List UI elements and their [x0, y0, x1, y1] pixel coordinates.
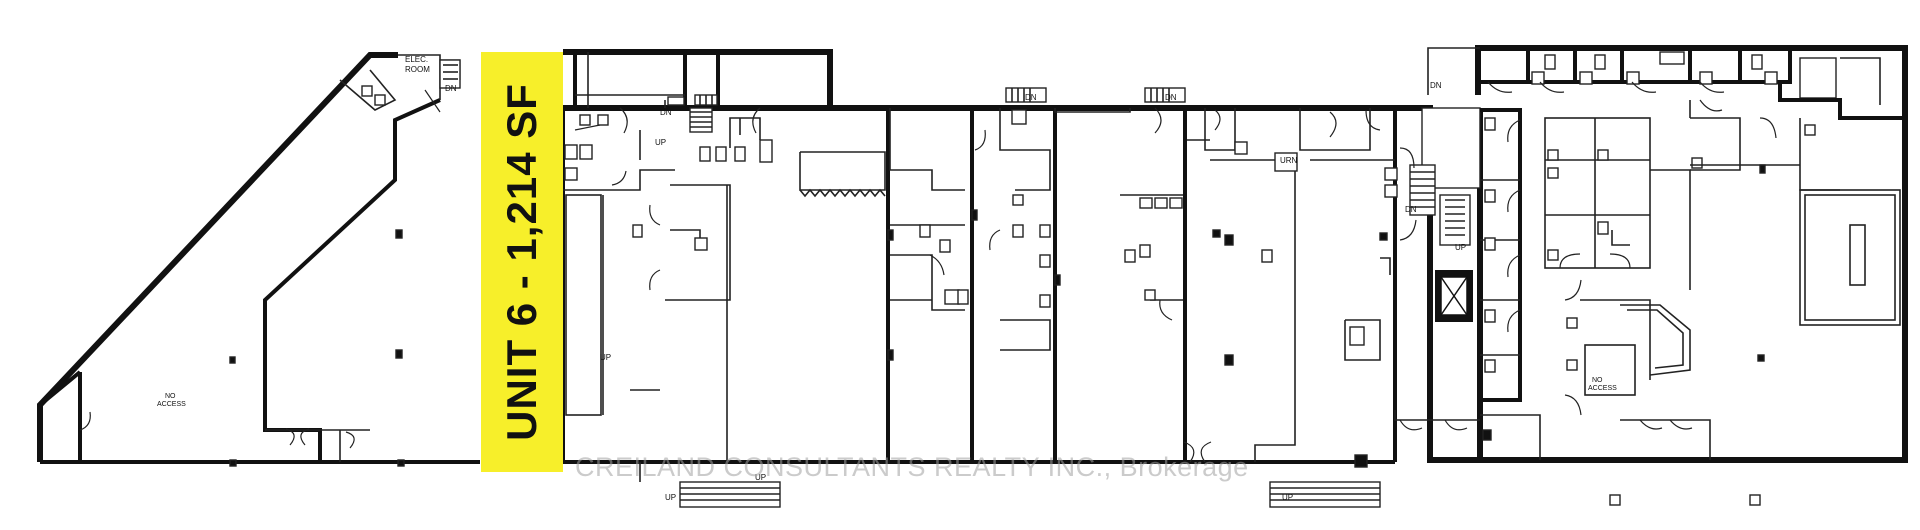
left-wing [37, 52, 480, 467]
dn-label-6: DN [1430, 81, 1442, 90]
no-access-label-left-2: ACCESS [157, 401, 186, 408]
stair-dn-label-1: DN [445, 84, 457, 93]
elec-room-label-1: ELEC. [405, 55, 428, 64]
dn-label-3: DN [1025, 93, 1037, 102]
up-label-2: UP [600, 353, 611, 362]
no-access-label-right-2: ACCESS [1588, 385, 1617, 392]
central-units [561, 49, 1398, 508]
up-label-4: UP [665, 493, 676, 502]
no-access-label-left-1: NO [165, 393, 176, 400]
dn-label-5: DN [1405, 205, 1417, 214]
elec-room-label-2: ROOM [405, 65, 430, 74]
up-label-6: UP [1455, 243, 1466, 252]
stair-core [1354, 105, 1483, 468]
up-label-3: UP [755, 473, 766, 482]
no-access-label-right-1: NO [1592, 377, 1603, 384]
unit-highlight-band: UNIT 6 - 1,214 SF [481, 52, 563, 472]
up-label-1: UP [655, 138, 666, 147]
right-building [1427, 45, 1908, 506]
dn-label-2: DN [660, 108, 672, 117]
dn-label-4: DN [1165, 93, 1177, 102]
unit-label: UNIT 6 - 1,214 SF [498, 83, 545, 441]
up-label-5: UP [1282, 493, 1293, 502]
urn-label: URN [1280, 156, 1298, 165]
brokerage-watermark: CREILAND CONSULTANTS REALTY INC., Broker… [575, 452, 1249, 482]
